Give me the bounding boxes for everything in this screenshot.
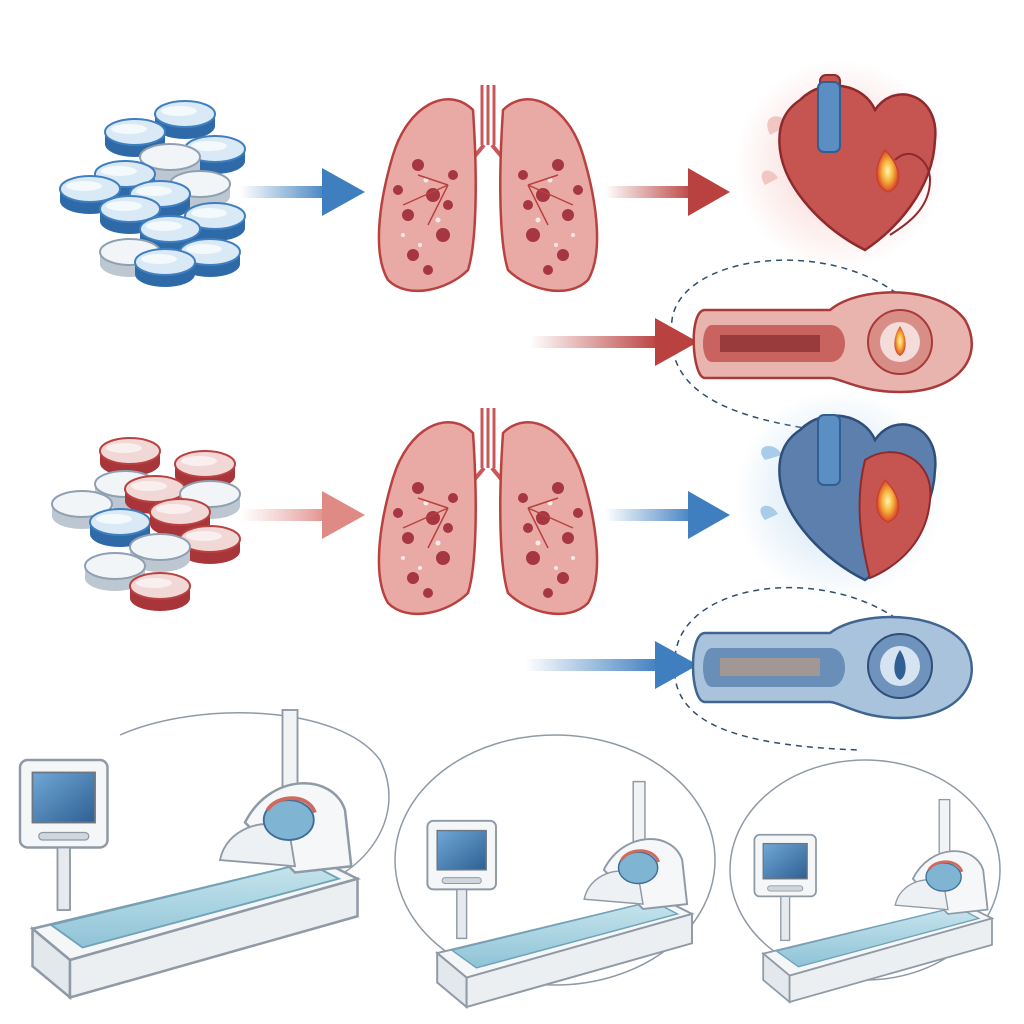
heart-icon-red bbox=[735, 60, 945, 270]
arrow-icon-blue-3 bbox=[525, 641, 698, 689]
hospital-bed-icon bbox=[753, 798, 994, 1004]
arrow-icon-red-2 bbox=[530, 318, 698, 366]
lungs-icon bbox=[376, 406, 600, 616]
flame-icon bbox=[876, 148, 900, 193]
drop-icon bbox=[894, 650, 906, 680]
dashed-connector bbox=[670, 259, 906, 436]
hospital-bed-icon bbox=[425, 780, 694, 1009]
arrow-icon-red-1 bbox=[605, 168, 730, 216]
lungs-icon bbox=[376, 83, 600, 293]
dashed-connector bbox=[673, 586, 906, 751]
pill-icon bbox=[129, 572, 191, 612]
arrow-icon-red-3 bbox=[240, 491, 365, 539]
arrow-icon-blue-1 bbox=[240, 168, 365, 216]
pill-icon bbox=[134, 248, 196, 288]
heart-icon-blue bbox=[735, 390, 945, 600]
hospital-scene-1 bbox=[18, 708, 390, 1000]
hospital-bed-icon bbox=[18, 708, 360, 1000]
blood-vessel-icon-red bbox=[692, 291, 974, 394]
blood-vessel-icon-blue bbox=[691, 615, 974, 720]
hospital-scene-3 bbox=[729, 759, 1001, 1004]
arrow-icon-blue-2 bbox=[605, 491, 730, 539]
flame-icon bbox=[876, 478, 900, 523]
pill-cluster-blue bbox=[59, 100, 246, 288]
pill-cluster-red bbox=[51, 437, 241, 612]
hospital-scene-2 bbox=[394, 734, 716, 1009]
